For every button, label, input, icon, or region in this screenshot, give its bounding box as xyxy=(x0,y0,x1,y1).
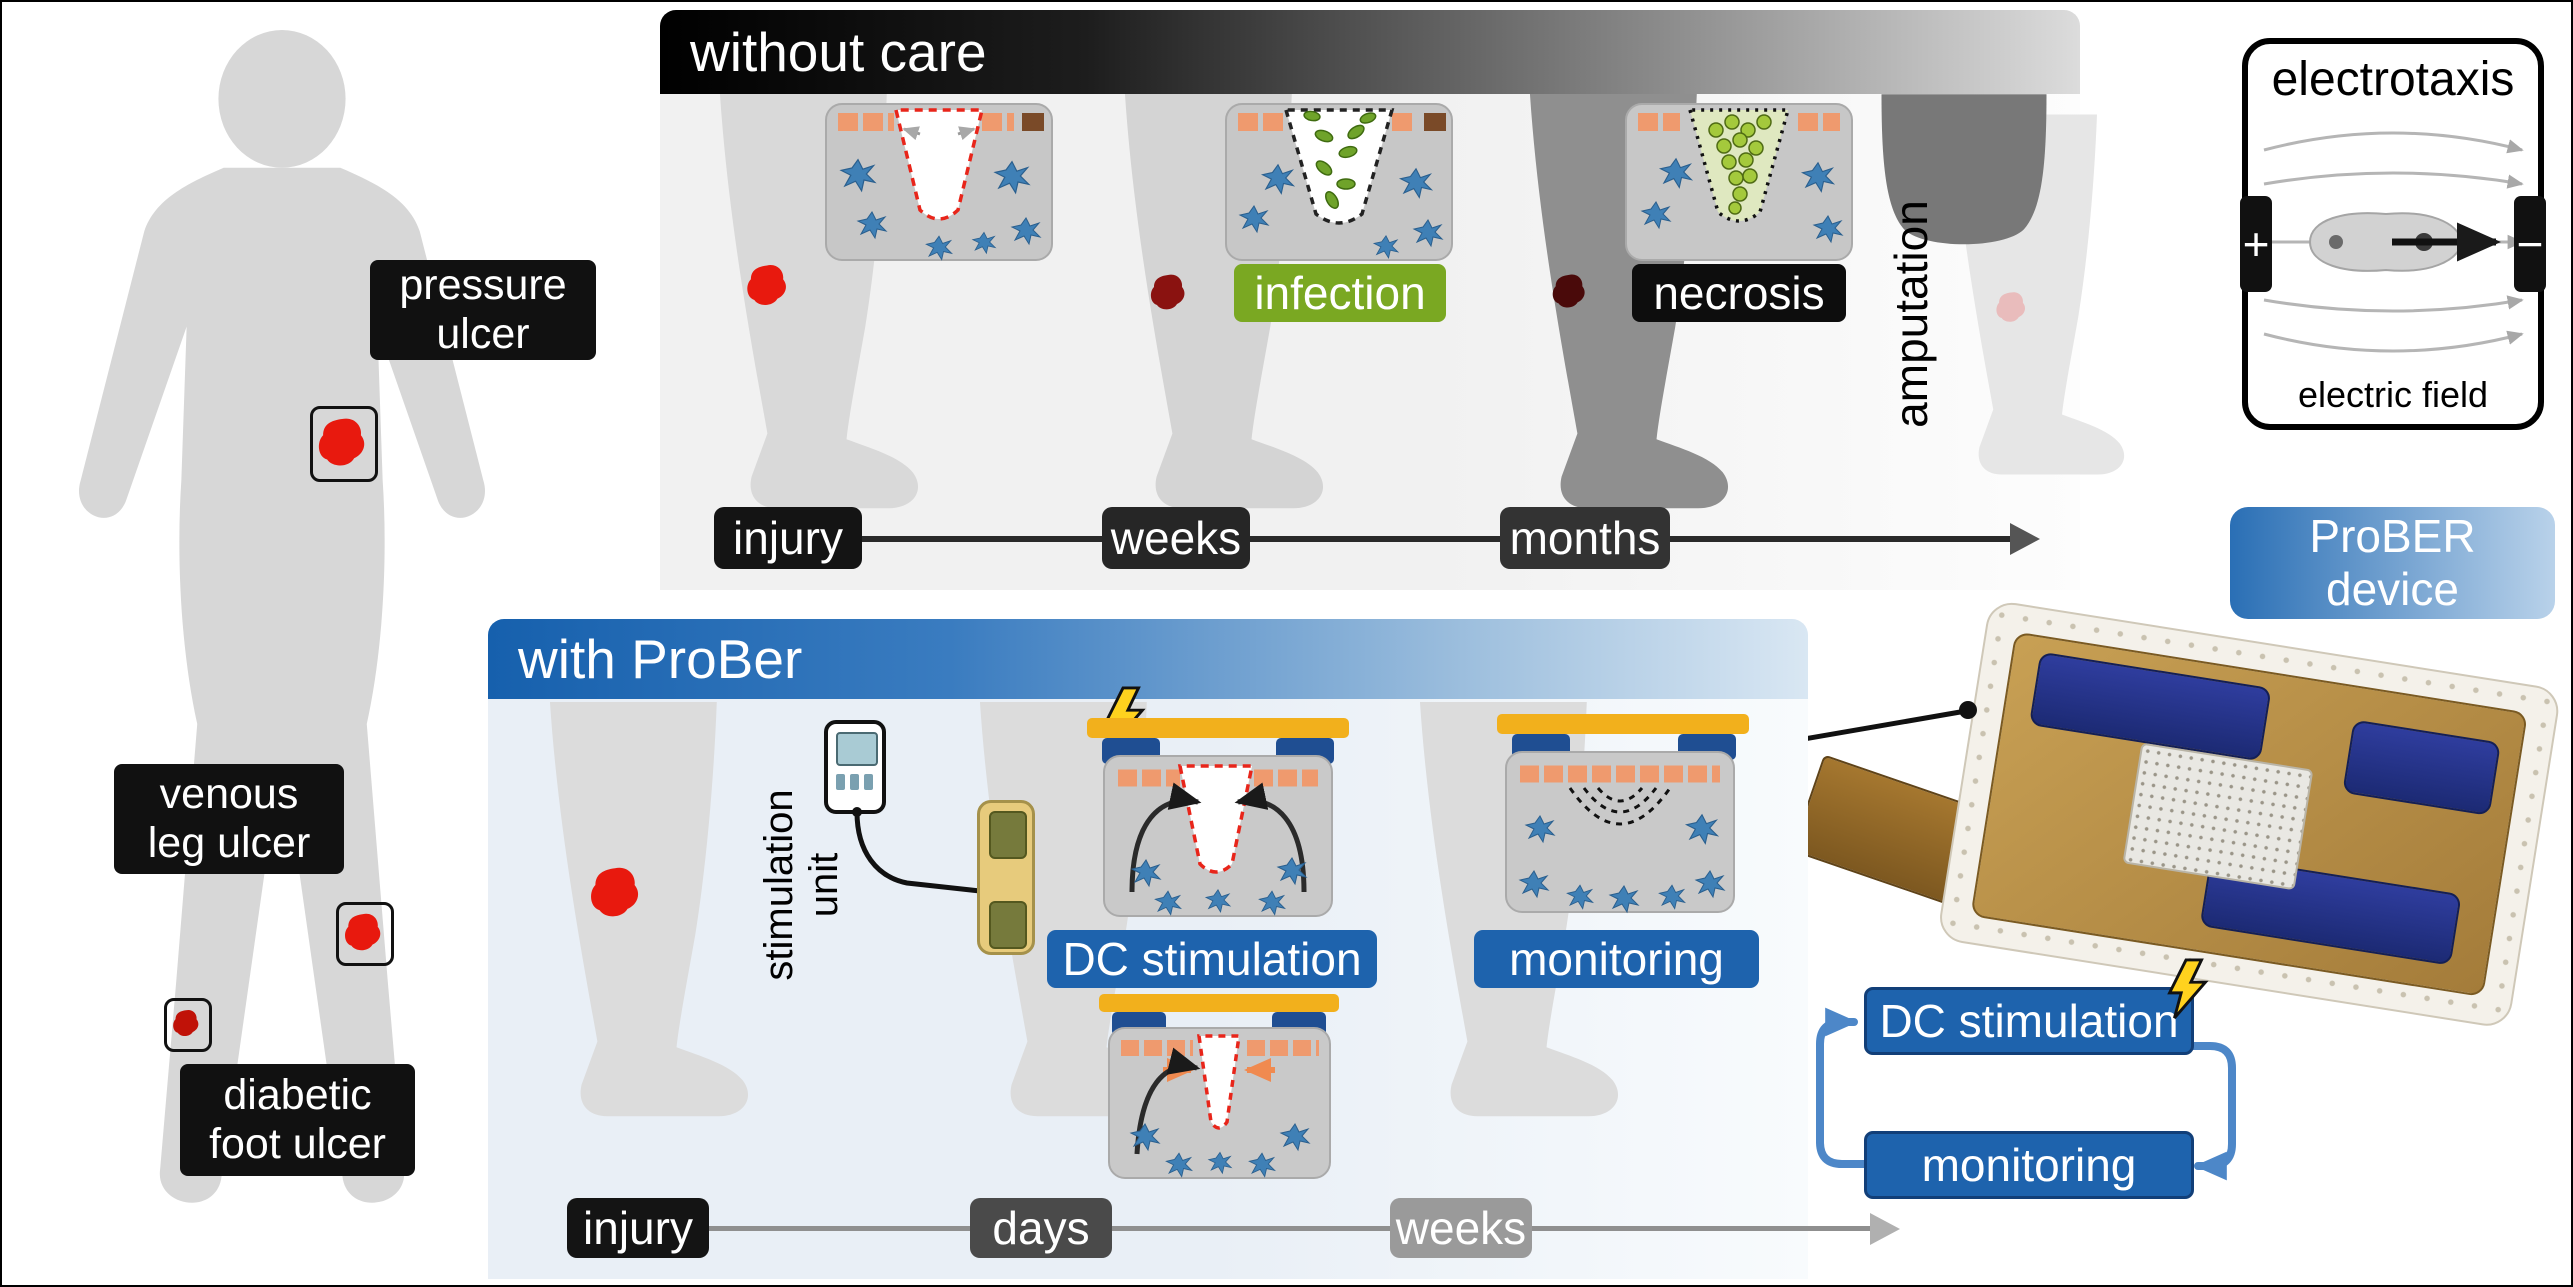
pressure-ulcer-marker xyxy=(310,406,378,482)
dc-stimulation-badge: DC stimulation xyxy=(1047,930,1377,988)
cycle-arrows xyxy=(1816,1007,2236,1181)
electrotaxis-panel: electrotaxis + − electric field xyxy=(2240,38,2546,430)
wp-tl-weeks-text: weeks xyxy=(1395,1202,1527,1254)
wp-timeline-line xyxy=(702,1226,1872,1231)
wc-tl-injury: injury xyxy=(714,507,862,569)
wound-months xyxy=(1552,274,1585,308)
infection-text: infection xyxy=(1254,267,1426,319)
wc-timeline-arrowhead xyxy=(2010,523,2040,555)
electric-field-caption-text: electric field xyxy=(2297,374,2489,415)
wound-section-injury xyxy=(825,103,1053,261)
stim-unit-button xyxy=(836,774,845,790)
prober-device-tag-text: ProBER device xyxy=(2309,510,2476,615)
minus-electrode: − xyxy=(2514,196,2546,292)
amputation-label: amputation xyxy=(1882,164,1942,464)
dc2-device-bar xyxy=(1099,994,1339,1012)
electric-field-graphic xyxy=(2263,131,2524,353)
wc-tl-injury-text: injury xyxy=(733,512,843,564)
monitor-device-bar xyxy=(1497,714,1749,734)
wp-tl-days: days xyxy=(970,1198,1112,1258)
cycle-monitoring: monitoring xyxy=(1864,1131,2194,1199)
amputation-text: amputation xyxy=(1885,200,1938,428)
stim-unit-button xyxy=(864,774,873,790)
wc-tl-weeks-text: weeks xyxy=(1110,512,1242,564)
wp-timeline-arrowhead xyxy=(1870,1213,1900,1245)
wc-timeline-line xyxy=(772,536,2012,542)
stimulation-unit-icon xyxy=(824,720,886,814)
electrotaxis-title-text: electrotaxis xyxy=(2271,53,2515,106)
wound-fresh xyxy=(747,265,786,305)
cycle-dc-stimulation: DC stimulation xyxy=(1864,987,2194,1055)
prober-device-tag: ProBER device xyxy=(2230,507,2555,619)
monitoring-badge: monitoring xyxy=(1474,930,1759,988)
electric-field-caption: electric field xyxy=(2248,374,2538,416)
plus-sign: + xyxy=(2242,218,2270,270)
dc-device-bar xyxy=(1087,718,1349,738)
dc-stim-section-top xyxy=(1103,755,1333,917)
necrosis-badge: necrosis xyxy=(1632,264,1846,322)
necrosis-text: necrosis xyxy=(1653,267,1825,319)
wc-tl-months: months xyxy=(1500,507,1670,569)
wound-weeks xyxy=(1150,274,1185,310)
foot-ulcer-marker xyxy=(164,998,212,1052)
cycle-monitoring-text: monitoring xyxy=(1921,1139,2137,1191)
venous-ulcer-marker xyxy=(336,902,394,966)
venous-leg-ulcer-label: venous leg ulcer xyxy=(114,764,344,874)
minus-sign: − xyxy=(2516,218,2544,270)
pressure-ulcer-label: pressure ulcer xyxy=(370,260,596,360)
stimulation-unit-label: stimulation unit xyxy=(754,735,850,1035)
with-prober-title: with ProBer xyxy=(518,628,803,690)
patch-electrode-bottom xyxy=(989,901,1027,949)
dc-stimulation-badge-text: DC stimulation xyxy=(1062,933,1362,985)
monitoring-badge-text: monitoring xyxy=(1509,933,1724,985)
stim-wire xyxy=(852,807,981,894)
cycle-dc-text: DC stimulation xyxy=(1879,995,2179,1047)
electrode-patch xyxy=(977,800,1035,955)
wound-section-necrosis xyxy=(1625,103,1853,261)
monitoring-section xyxy=(1505,751,1735,913)
wc-tl-weeks: weeks xyxy=(1102,507,1250,569)
without-care-title: without care xyxy=(690,21,987,83)
stimulation-unit-label-text: stimulation unit xyxy=(757,789,846,981)
dc-stim-section-bottom xyxy=(1108,1027,1331,1179)
wp-tl-injury: injury xyxy=(567,1198,709,1258)
wp-tl-weeks: weeks xyxy=(1390,1198,1532,1258)
electrotaxis-title: electrotaxis xyxy=(2248,52,2538,107)
without-care-header: without care xyxy=(660,10,2080,94)
wp-tl-injury-text: injury xyxy=(583,1202,693,1254)
wc-tl-months-text: months xyxy=(1509,512,1661,564)
human-body-silhouette xyxy=(78,30,486,1203)
with-prober-header: with ProBer xyxy=(488,619,1808,699)
stim-unit-screen xyxy=(836,732,878,766)
stim-unit-button xyxy=(850,774,859,790)
wp-wound-fresh xyxy=(591,867,639,917)
cycle-lightning-icon xyxy=(2168,958,2207,1020)
infection-badge: infection xyxy=(1234,264,1446,322)
plus-electrode: + xyxy=(2240,196,2272,292)
wp-tl-days-text: days xyxy=(992,1202,1090,1254)
diabetic-foot-ulcer-label: diabetic foot ulcer xyxy=(180,1064,415,1176)
wound-section-infection xyxy=(1225,103,1453,261)
wound-ghost xyxy=(1996,292,2026,322)
patch-electrode-top xyxy=(989,811,1027,859)
